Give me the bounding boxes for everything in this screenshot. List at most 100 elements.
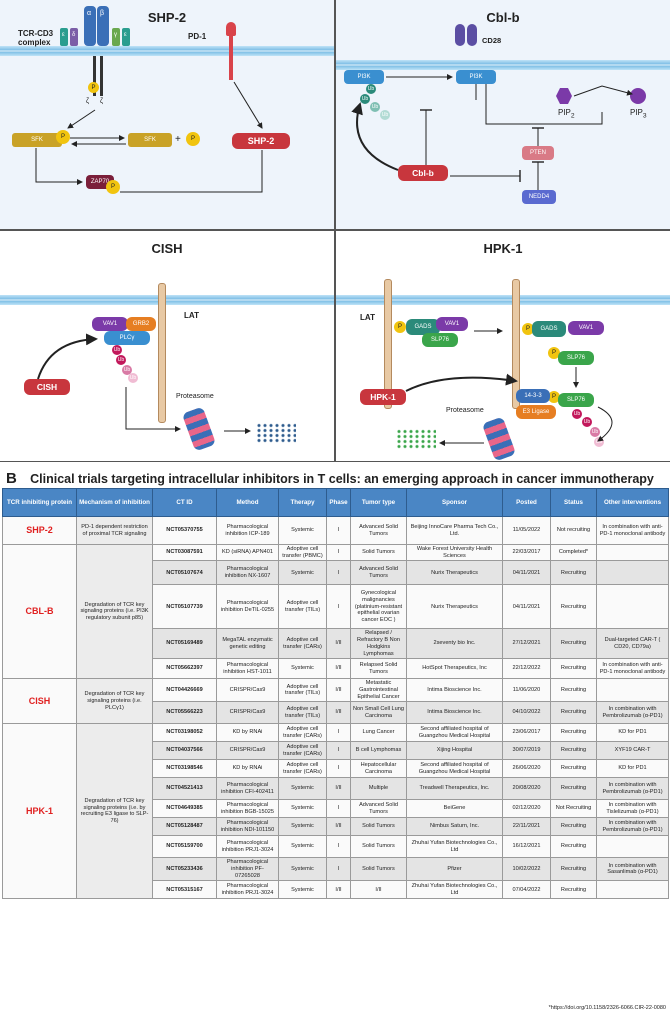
table-cell: I: [326, 759, 351, 779]
hpk1-quadrant: HPK-1 LAT P GADS VAV1 SLP76 P GADS VAV1 …: [335, 230, 670, 462]
table-cell: Gynecological malignancies (platinium-re…: [350, 584, 407, 630]
table-cell: I: [326, 543, 351, 562]
cish-ub-4: Ub: [128, 373, 138, 383]
hpk-ub-2: Ub: [582, 417, 592, 427]
column-header: CT ID: [152, 488, 217, 517]
pd1-label: PD-1: [188, 32, 207, 41]
cd3-delta-chain: [70, 28, 78, 46]
plus-sign: +: [175, 134, 181, 145]
table-cell: Recruiting: [550, 777, 597, 801]
table-cell: Not Recruiting: [550, 799, 597, 819]
table-cell: 2seventy bio Inc.: [406, 628, 503, 660]
table-cell: Systemic: [278, 857, 327, 882]
table-cell: I: [326, 516, 351, 545]
table-cell: Recruiting: [550, 741, 597, 761]
table-cell: In combination with anti-PD-1 monoclonal…: [596, 658, 669, 680]
hpk-ub-3: Ub: [590, 427, 600, 437]
pd1-receptor-head: [226, 22, 236, 36]
table-cell: CRISPR/Cas9: [216, 701, 279, 725]
table-cell: [596, 880, 669, 900]
table-cell: I/II: [326, 817, 351, 837]
nedd4-node: NEDD4: [522, 190, 556, 204]
lat-receptor: [158, 283, 166, 423]
shp2-quadrant: SHP-2 TCR-CD3 complex α β ε δ γ ε P ζ ζ …: [0, 0, 335, 230]
membrane: [336, 295, 670, 305]
grb2-node: GRB2: [126, 317, 156, 331]
protein-cell: HPK-1: [2, 723, 77, 900]
table-cell: Recruiting: [550, 701, 597, 725]
ct-id-cell: NCT05107674: [152, 560, 217, 586]
table-cell: Pharmacological inhibition CFI-402411: [216, 777, 279, 801]
table-cell: I: [326, 723, 351, 743]
lat-label: LAT: [184, 311, 199, 320]
fourteen-three-three-node: 14-3-3: [516, 389, 550, 403]
table-cell: In combination with Pembrolizumab (α-PD1…: [596, 777, 669, 801]
cd3-epsilon-chain: [60, 28, 68, 46]
table-cell: Pharmacological inhibition NX-1607: [216, 560, 279, 586]
ct-id-cell: NCT04037566: [152, 741, 217, 761]
ub-4: Ub: [380, 110, 390, 120]
plcy-node: PLCγ: [104, 331, 150, 345]
table-cell: Intima Bioscience Inc.: [406, 701, 503, 725]
table-cell: Systemic: [278, 658, 327, 680]
table-cell: Systemic: [278, 880, 327, 900]
mechanism-cell: Degradation of TCR key signaling protein…: [76, 678, 153, 725]
column-header: Status: [550, 488, 597, 517]
table-cell: Zhuhai Yufan Biotechnologies Co., Ltd: [406, 835, 503, 859]
cd28-label: CD28: [482, 36, 502, 45]
table-cell: 22/11/2021: [502, 817, 551, 837]
table-cell: I/II: [326, 880, 351, 900]
table-cell: Completed*: [550, 543, 597, 562]
table-cell: KD by RNAi: [216, 723, 279, 743]
mechanism-cell: Degradation of TCR key signaling protein…: [76, 723, 153, 900]
table-cell: Adoptive cell transfer (CARs): [278, 628, 327, 660]
ct-id-cell: NCT05169489: [152, 628, 217, 660]
table-cell: Beijing InnoCare Pharma Tech Co., Ltd.: [406, 516, 503, 545]
vav1-node: VAV1: [436, 317, 468, 331]
column-header: Phase: [326, 488, 351, 517]
table-cell: Systemic: [278, 817, 327, 837]
table-cell: I/II: [326, 678, 351, 703]
table-cell: I: [326, 741, 351, 761]
cblb-arrows: [351, 74, 633, 190]
membrane: [0, 295, 334, 305]
cblb-title: Cbl-b: [486, 10, 520, 25]
table-cell: Solid Tumors: [350, 543, 407, 562]
zap70-phospho: P: [106, 180, 120, 194]
table-cell: Advanced Solid Tumors: [350, 560, 407, 586]
hpk1-node: HPK-1: [360, 389, 406, 405]
table-cell: 23/06/2017: [502, 723, 551, 743]
hpk-proteasome-label: Proteasome: [446, 407, 484, 414]
table-cell: 11/06/2020: [502, 678, 551, 703]
cish-quadrant: CISH LAT VAV1 GRB2 PLCγ Ub Ub Ub Ub CISH…: [0, 230, 335, 462]
gads-node: GADS: [406, 319, 440, 335]
pip2-label: PIP2: [558, 108, 575, 120]
zeta2-label: ζ: [100, 98, 104, 105]
table-cell: [596, 543, 669, 562]
delta-label: δ: [72, 32, 76, 38]
cish-title: CISH: [151, 241, 183, 256]
ct-id-cell: NCT04649385: [152, 799, 217, 819]
table-cell: Pharmacological inhibition DeTIL-0255: [216, 584, 279, 630]
ct-id-cell: NCT05233436: [152, 857, 217, 882]
shp2-arrows: [35, 81, 263, 193]
protein-cell: CBL-B: [2, 543, 77, 680]
ct-id-cell: NCT03198052: [152, 723, 217, 743]
pip3-sub: 3: [642, 112, 647, 120]
table-cell: CRISPR/Cas9: [216, 741, 279, 761]
gamma-label: γ: [114, 32, 117, 38]
ct-id-cell: NCT05159700: [152, 835, 217, 859]
table-cell: Adoptive cell transfer (PBMC): [278, 543, 327, 562]
table-cell: Advanced Solid Tumors: [350, 799, 407, 819]
ct-id-cell: NCT05315167: [152, 880, 217, 900]
beta-label: β: [100, 10, 105, 17]
phospho-p: P: [88, 82, 99, 93]
table-cell: Second affiliated hospital of Guangzhou …: [406, 759, 503, 779]
table-cell: 04/11/2021: [502, 584, 551, 630]
table-cell: Metastatic Gastrointestinal Epithelial C…: [350, 678, 407, 703]
column-header: Therapy: [278, 488, 327, 517]
table-cell: Pfizer: [406, 857, 503, 882]
